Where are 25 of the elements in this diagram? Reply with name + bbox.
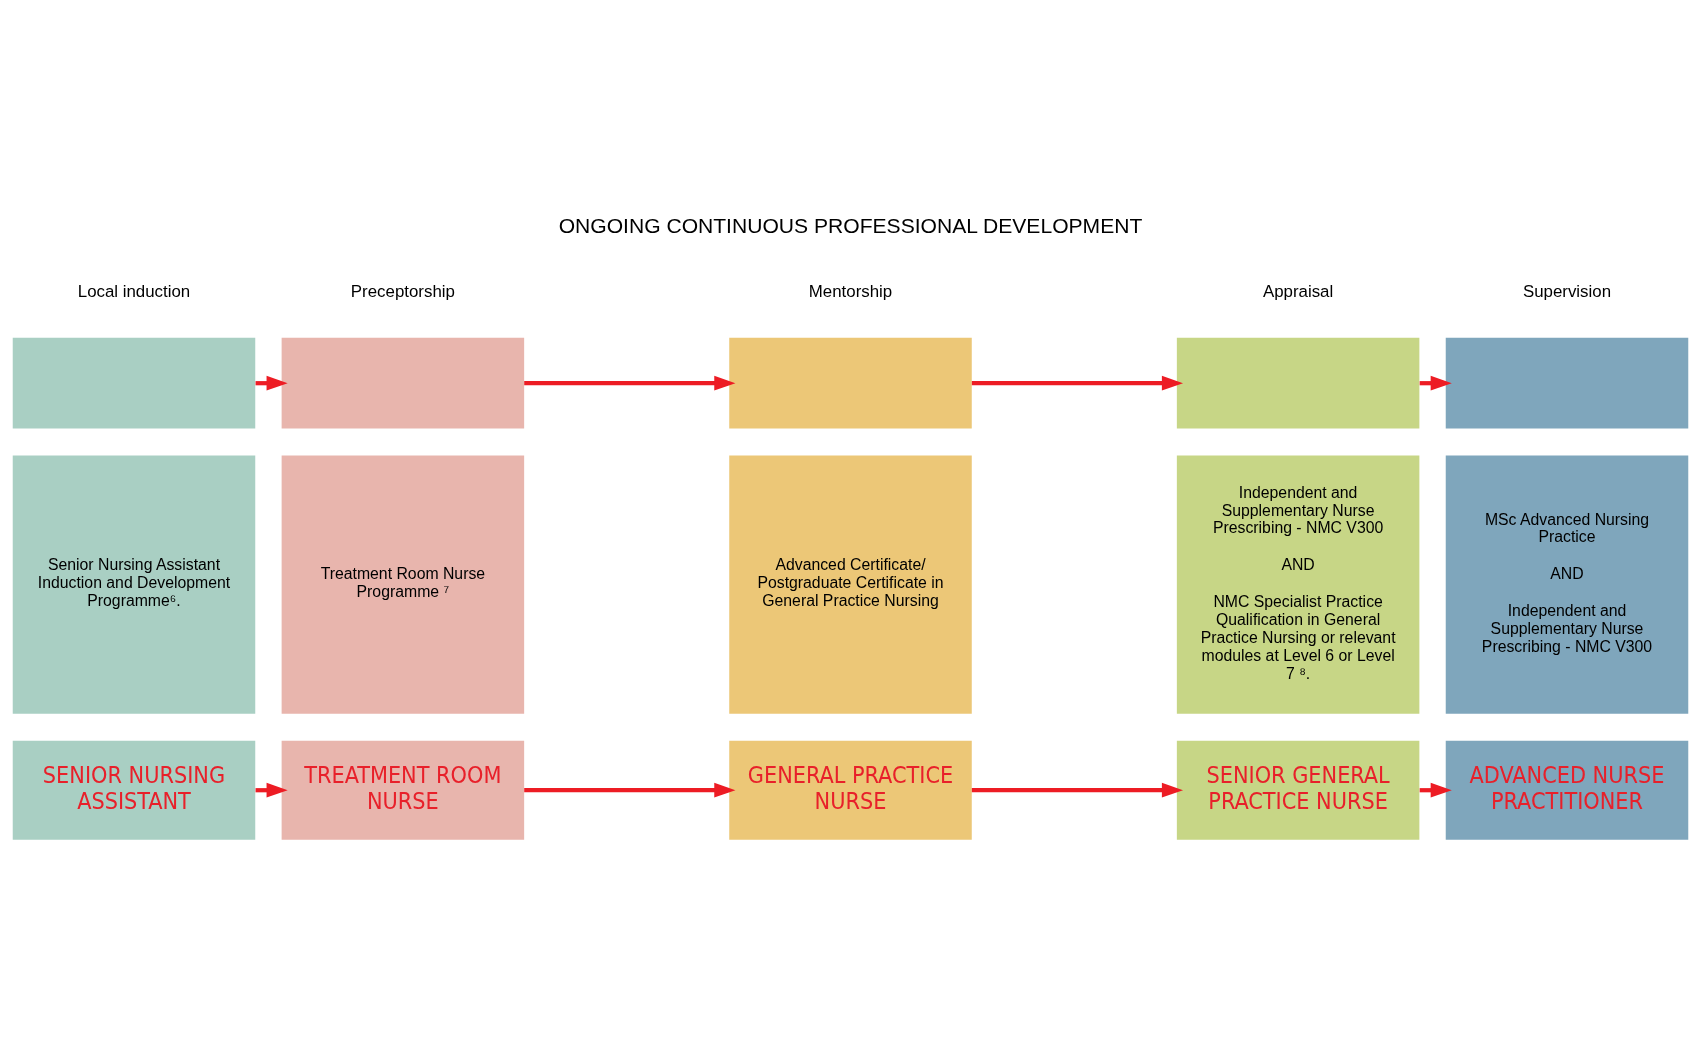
node-box <box>729 337 972 429</box>
label: ONGOING CONTINUOUS PROFESSIONAL DEVELOPMENT <box>558 213 1143 237</box>
node-box: TREATMENT ROOM NURSE <box>281 740 525 840</box>
node-box: SENIOR GENERAL PRACTICE NURSE <box>1176 740 1420 840</box>
label: Mentorship <box>808 281 893 301</box>
node-box: Advanced Certificate/ Postgraduate Certificate in General Practice Nursing <box>729 454 972 714</box>
arrow <box>524 782 736 798</box>
node-box <box>281 337 525 429</box>
label: Local induction <box>77 281 191 301</box>
node-box: SENIOR NURSING ASSISTANT <box>12 740 256 840</box>
label: Supervision <box>1522 281 1612 301</box>
label: Preceptorship <box>350 281 455 301</box>
node-box: MSc Advanced Nursing Practice AND Independent and Supplementary Nurse Prescribing - NMC V300 <box>1445 454 1689 714</box>
arrow <box>524 375 736 391</box>
arrow <box>971 375 1184 391</box>
arrow <box>971 782 1184 798</box>
node-box: Independent and Supplementary Nurse Prescribing - NMC V300 AND NMC Specialist Practice Qualification in General Practice Nursing or relevant modules at Level 6 or Level 7 ⁸. <box>1176 454 1420 714</box>
node-box <box>1176 337 1420 429</box>
node-box: GENERAL PRACTICE NURSE <box>729 740 972 840</box>
node-box: ADVANCED NURSE PRACTITIONER <box>1445 740 1689 840</box>
node-box <box>12 337 256 429</box>
label: Appraisal <box>1262 281 1334 301</box>
node-box: Treatment Room Nurse Programme ⁷ <box>281 454 525 714</box>
node-box <box>1445 337 1689 429</box>
node-box: Senior Nursing Assistant Induction and Development Programme⁶. <box>12 454 256 714</box>
